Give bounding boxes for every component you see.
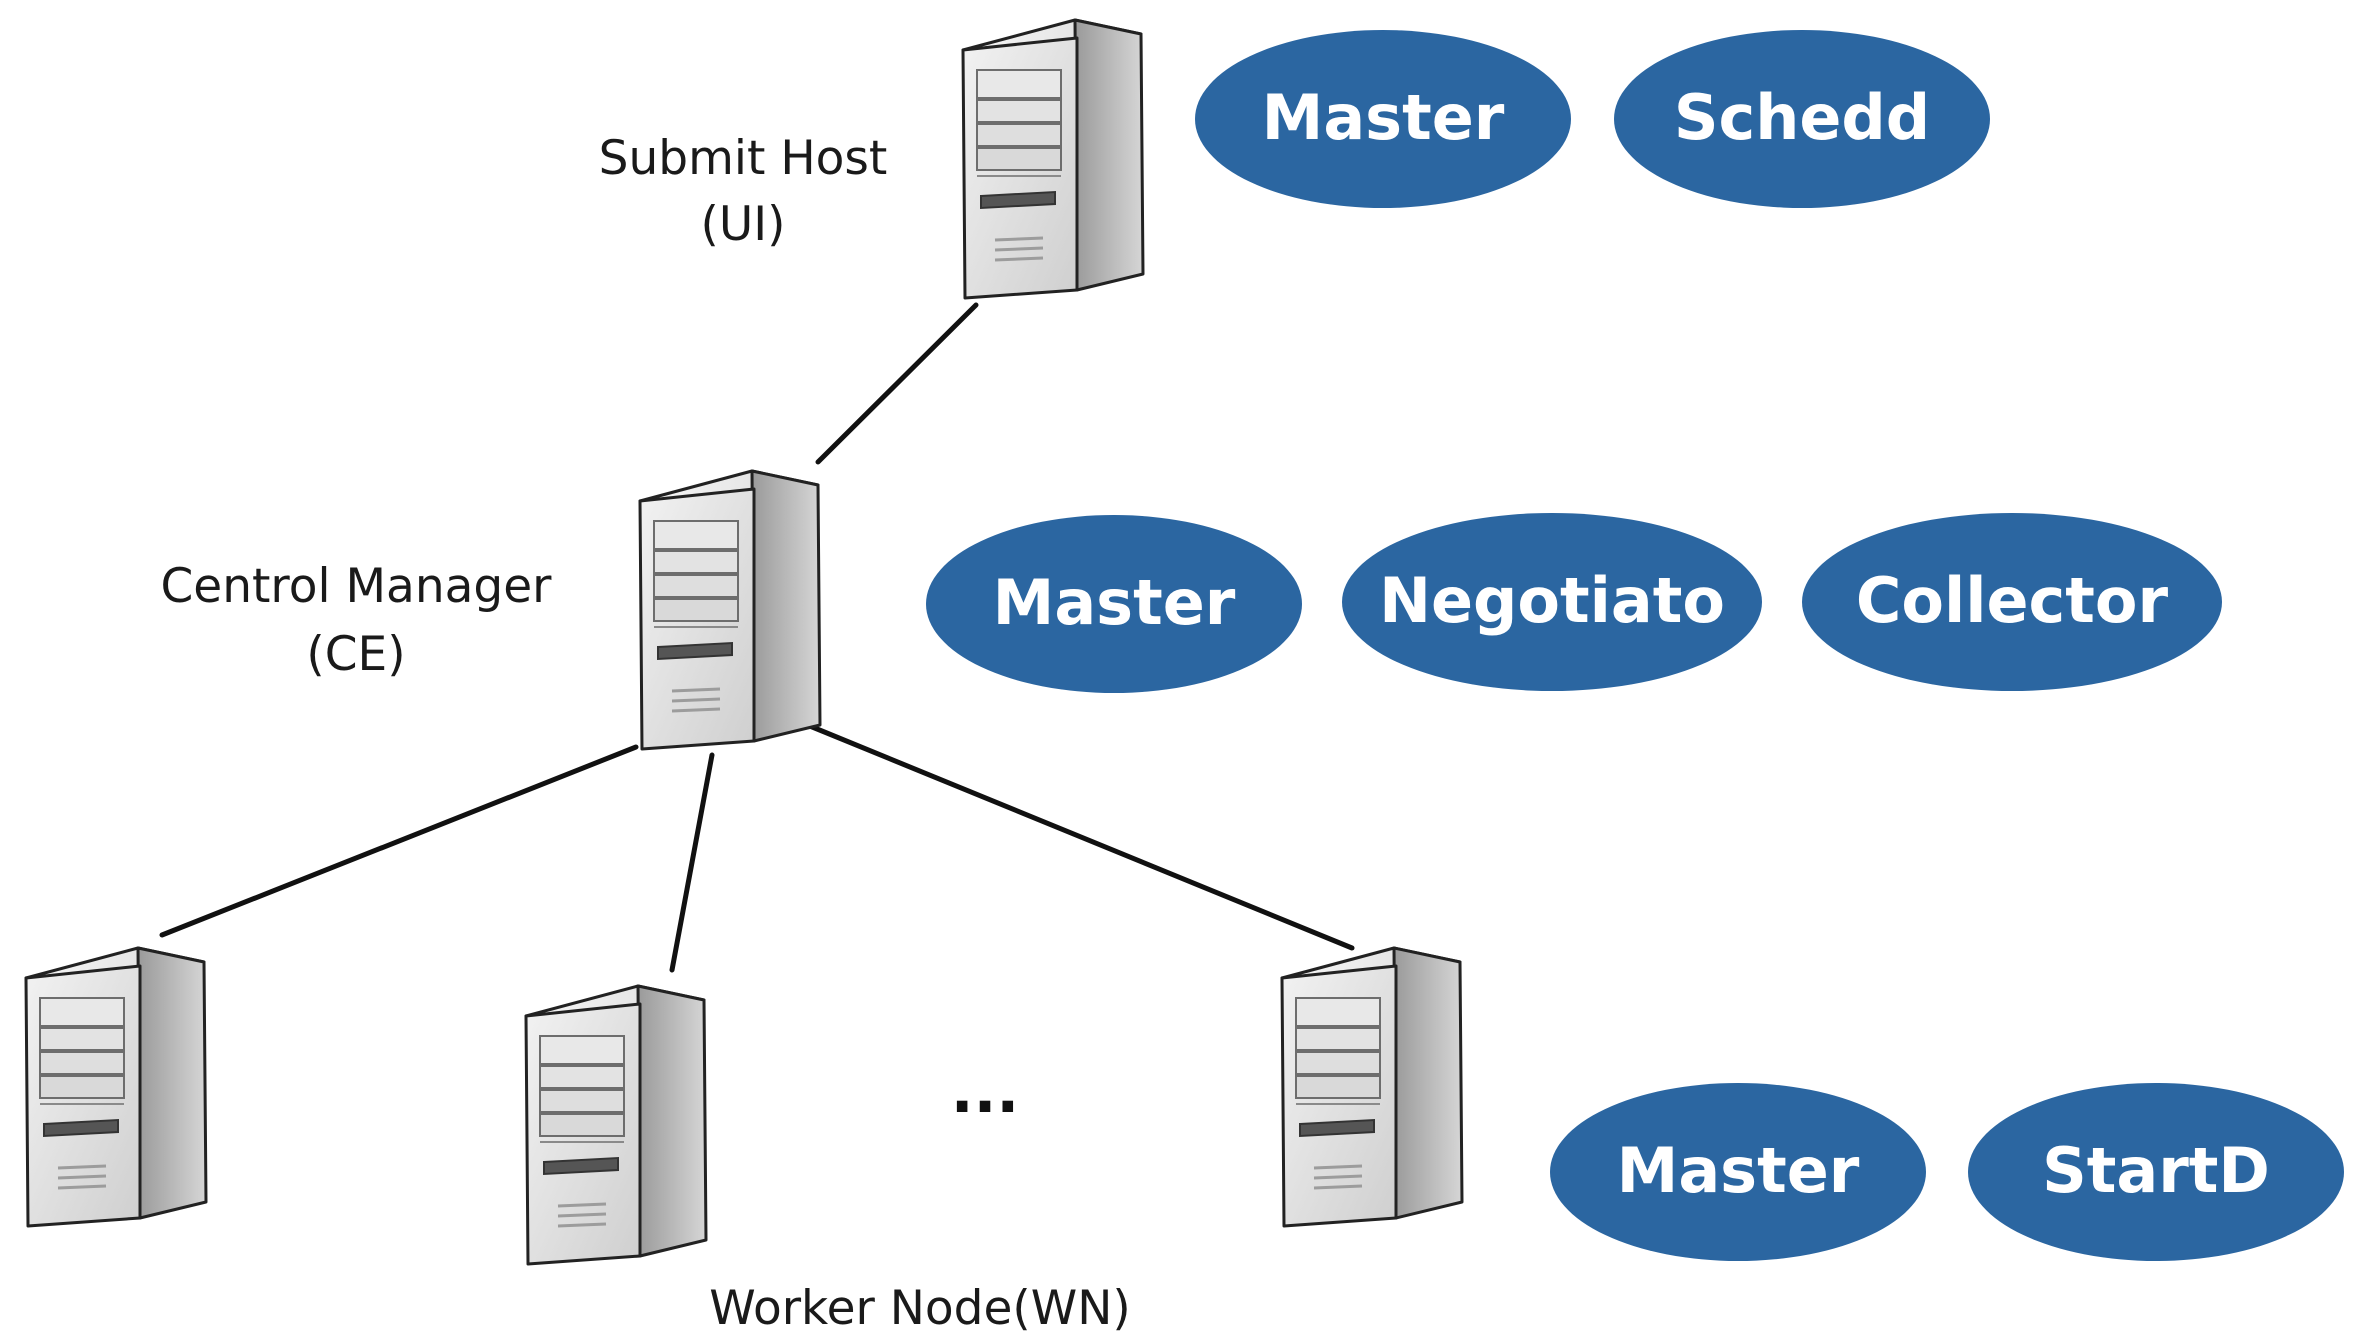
daemon-master-central: Master	[926, 515, 1302, 693]
svg-text:Negotiato: Negotiato	[1379, 564, 1725, 637]
daemon-startd: StartD	[1968, 1083, 2344, 1261]
svg-text:Master: Master	[1617, 1134, 1860, 1207]
svg-text:StartD: StartD	[2042, 1134, 2270, 1207]
daemon-collector: Collector	[1802, 513, 2222, 691]
submit-host-server-icon	[961, 18, 1145, 300]
svg-text:Master: Master	[1262, 81, 1505, 154]
worker-node-label: Worker Node(WN)	[709, 1281, 1131, 1334]
daemon-schedd: Schedd	[1614, 30, 1990, 208]
daemon-master-worker: Master	[1550, 1083, 1926, 1261]
submit-host-label: Submit Host	[599, 131, 888, 186]
link-central-to-worker-1	[159, 744, 639, 938]
worker-node-1-server-icon	[24, 946, 208, 1228]
worker-node-3-server-icon	[1280, 946, 1464, 1228]
daemon-negotiator: Negotiato	[1342, 513, 1762, 691]
link-central-to-worker-2	[669, 752, 715, 973]
link-central-to-worker-3	[797, 719, 1355, 951]
link-submit-to-central	[815, 302, 979, 465]
submit-host-sublabel: (UI)	[701, 197, 786, 252]
central-manager-label: Centrol Manager	[160, 559, 552, 614]
svg-text:Master: Master	[993, 566, 1236, 639]
worker-node-2-server-icon	[524, 984, 708, 1266]
svg-text:Schedd: Schedd	[1674, 81, 1930, 154]
svg-text:Collector: Collector	[1856, 564, 2169, 637]
central-manager-sublabel: (CE)	[306, 627, 405, 682]
daemon-master-submit: Master	[1195, 30, 1571, 208]
central-manager-server-icon	[638, 469, 822, 751]
worker-node-ellipsis: ...	[951, 1057, 1019, 1127]
